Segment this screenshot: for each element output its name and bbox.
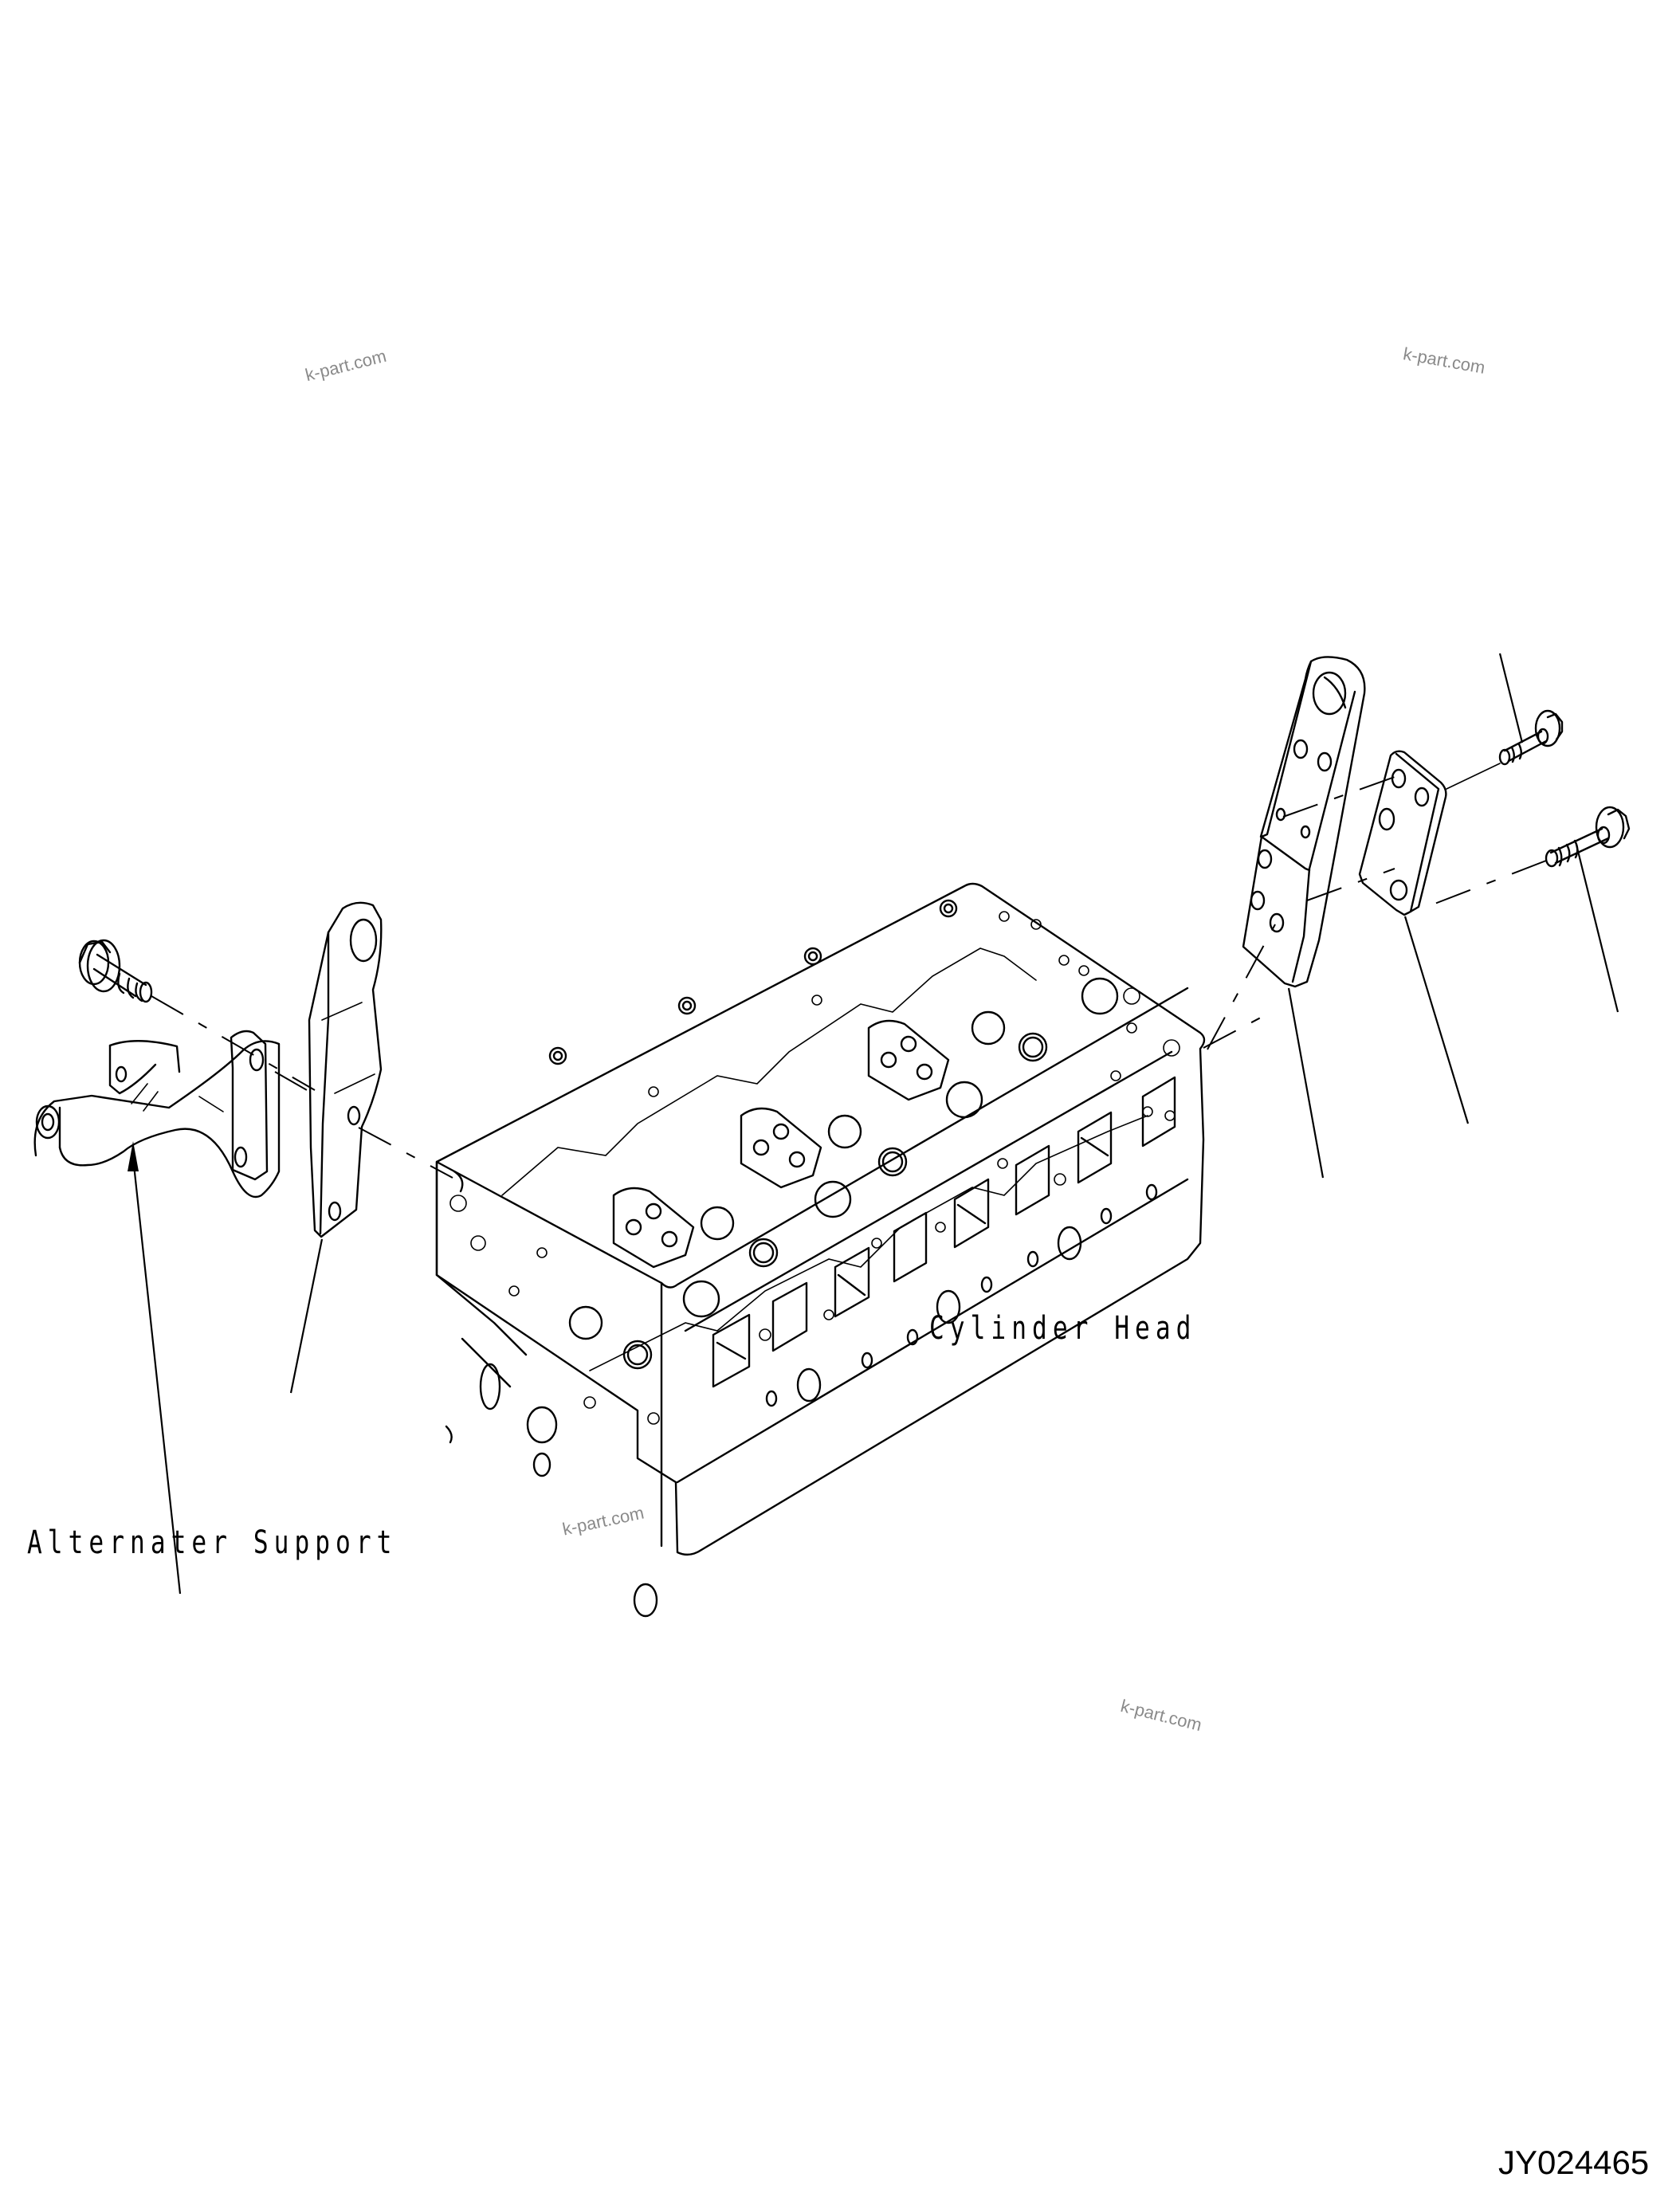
lower-bolt-leader [1575,844,1619,1013]
head-top-details [449,899,1180,1425]
long-bracket-leader [1287,987,1325,1179]
right-long-bracket [1242,656,1366,988]
upper-bolt-center-line [1446,763,1501,790]
long-bracket-to-head-center-line [1207,924,1276,1050]
left-bracket-plate [308,901,383,1238]
alternator-support-arrow [128,1141,182,1595]
left-bolt [78,939,153,1003]
spacer-center-line-1 [1282,776,1395,818]
plate-to-head-center-line [358,1127,453,1179]
spacer-plate-leader [1403,916,1470,1124]
head-side-bosses [765,1183,1158,1407]
support-to-plate-center-line [274,1071,313,1094]
alternator-support-label: Alternater Support [27,1524,398,1561]
upper-bolt-leader [1498,653,1524,743]
alternator-support [33,1030,281,1199]
right-bolt-lower [1545,806,1631,868]
figure-id: JY024465 [1498,2144,1650,2181]
lower-bolt-center-line [1426,860,1547,908]
left-bolt-center-line [151,995,316,1091]
spacer-center-line-2 [1306,868,1395,901]
cylinder-head [435,882,1206,1618]
left-plate-leader [289,1238,324,1394]
cylinder-head-label: Cylinder Head [929,1310,1197,1347]
right-bolt-upper [1498,709,1564,766]
long-bracket-center-line-2 [1203,1011,1272,1049]
right-spacer-plate [1358,750,1447,916]
